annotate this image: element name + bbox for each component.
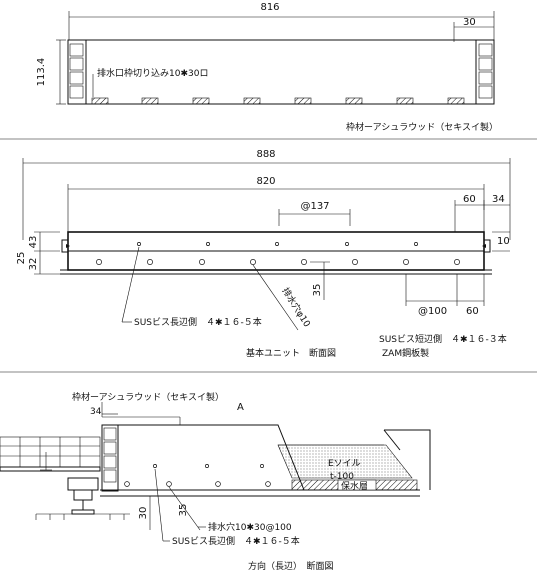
dim-32: 32: [28, 258, 39, 271]
dim-35: 35: [312, 284, 323, 297]
dim-60-bottom: 60: [466, 306, 479, 317]
support-pedestal: [35, 452, 130, 520]
section-1-frame-elevation: 816 30 113.4 排水口枠切り込み10✱30ロ: [36, 2, 498, 133]
unit-holes: [124, 464, 271, 487]
dim-113-4: 113.4: [36, 58, 47, 87]
dim-10: 10: [497, 236, 510, 247]
right-post-blocks: [478, 43, 493, 99]
dim-816: 816: [260, 2, 279, 13]
label-a: A: [237, 402, 244, 413]
screw-short-note: SUSビス短辺側 ４✱１６-３本: [379, 333, 507, 345]
water-layer-label: 保水層: [341, 480, 368, 492]
dim-100: @100: [418, 306, 447, 317]
dim-820: 820: [256, 176, 275, 187]
dim-888: 888: [256, 149, 275, 160]
long-side-caption: 方向（長辺） 断面図: [248, 560, 334, 572]
left-post-blocks: [69, 43, 84, 99]
section-2-basic-unit: 888 820 @137 60 34: [16, 149, 511, 359]
adjacent-unit-left: [0, 436, 101, 472]
soil-label: Eソイル: [328, 459, 361, 469]
section-3-long-side: 枠材ーアシュラウッド（セキスイ製） A 34: [0, 391, 431, 572]
drain-slots: [91, 97, 465, 105]
dim-34-sec3: 34: [90, 407, 102, 417]
dim-pitch-137: @137: [300, 201, 329, 212]
screw-marks-top: [137, 242, 418, 246]
dim-43: 43: [28, 236, 39, 249]
dim-35-sec3: 35: [178, 504, 189, 517]
dim-34: 34: [492, 194, 505, 205]
drain-hole-note: 排水穴φ10: [279, 285, 313, 329]
dim-60-top: 60: [463, 194, 476, 205]
screw-long-note-sec3: SUSビス長辺側 ４✱１６-５本: [172, 535, 300, 547]
frame-material-note-3: 枠材ーアシュラウッド（セキスイ製）: [72, 391, 224, 403]
frame-post: [101, 424, 119, 492]
drain-holes: [96, 259, 460, 265]
zam-note: ZAM鋼板製: [382, 347, 429, 359]
screw-long-note: SUSビス長辺側 ４✱１６-５本: [134, 316, 262, 328]
dim-30-sec3: 30: [138, 507, 149, 520]
drain-note-sec3: 排水穴10✱30@100: [208, 521, 292, 533]
slot-note: 排水口枠切り込み10✱30ロ: [97, 67, 208, 79]
dim-30: 30: [463, 17, 476, 28]
frame-material-note: 枠材ーアシュラウッド（セキスイ製）: [346, 121, 498, 133]
basic-unit-caption: 基本ユニット 断面図: [246, 347, 336, 359]
dim-25: 25: [16, 252, 27, 265]
soil-thickness: t-100: [330, 472, 354, 482]
